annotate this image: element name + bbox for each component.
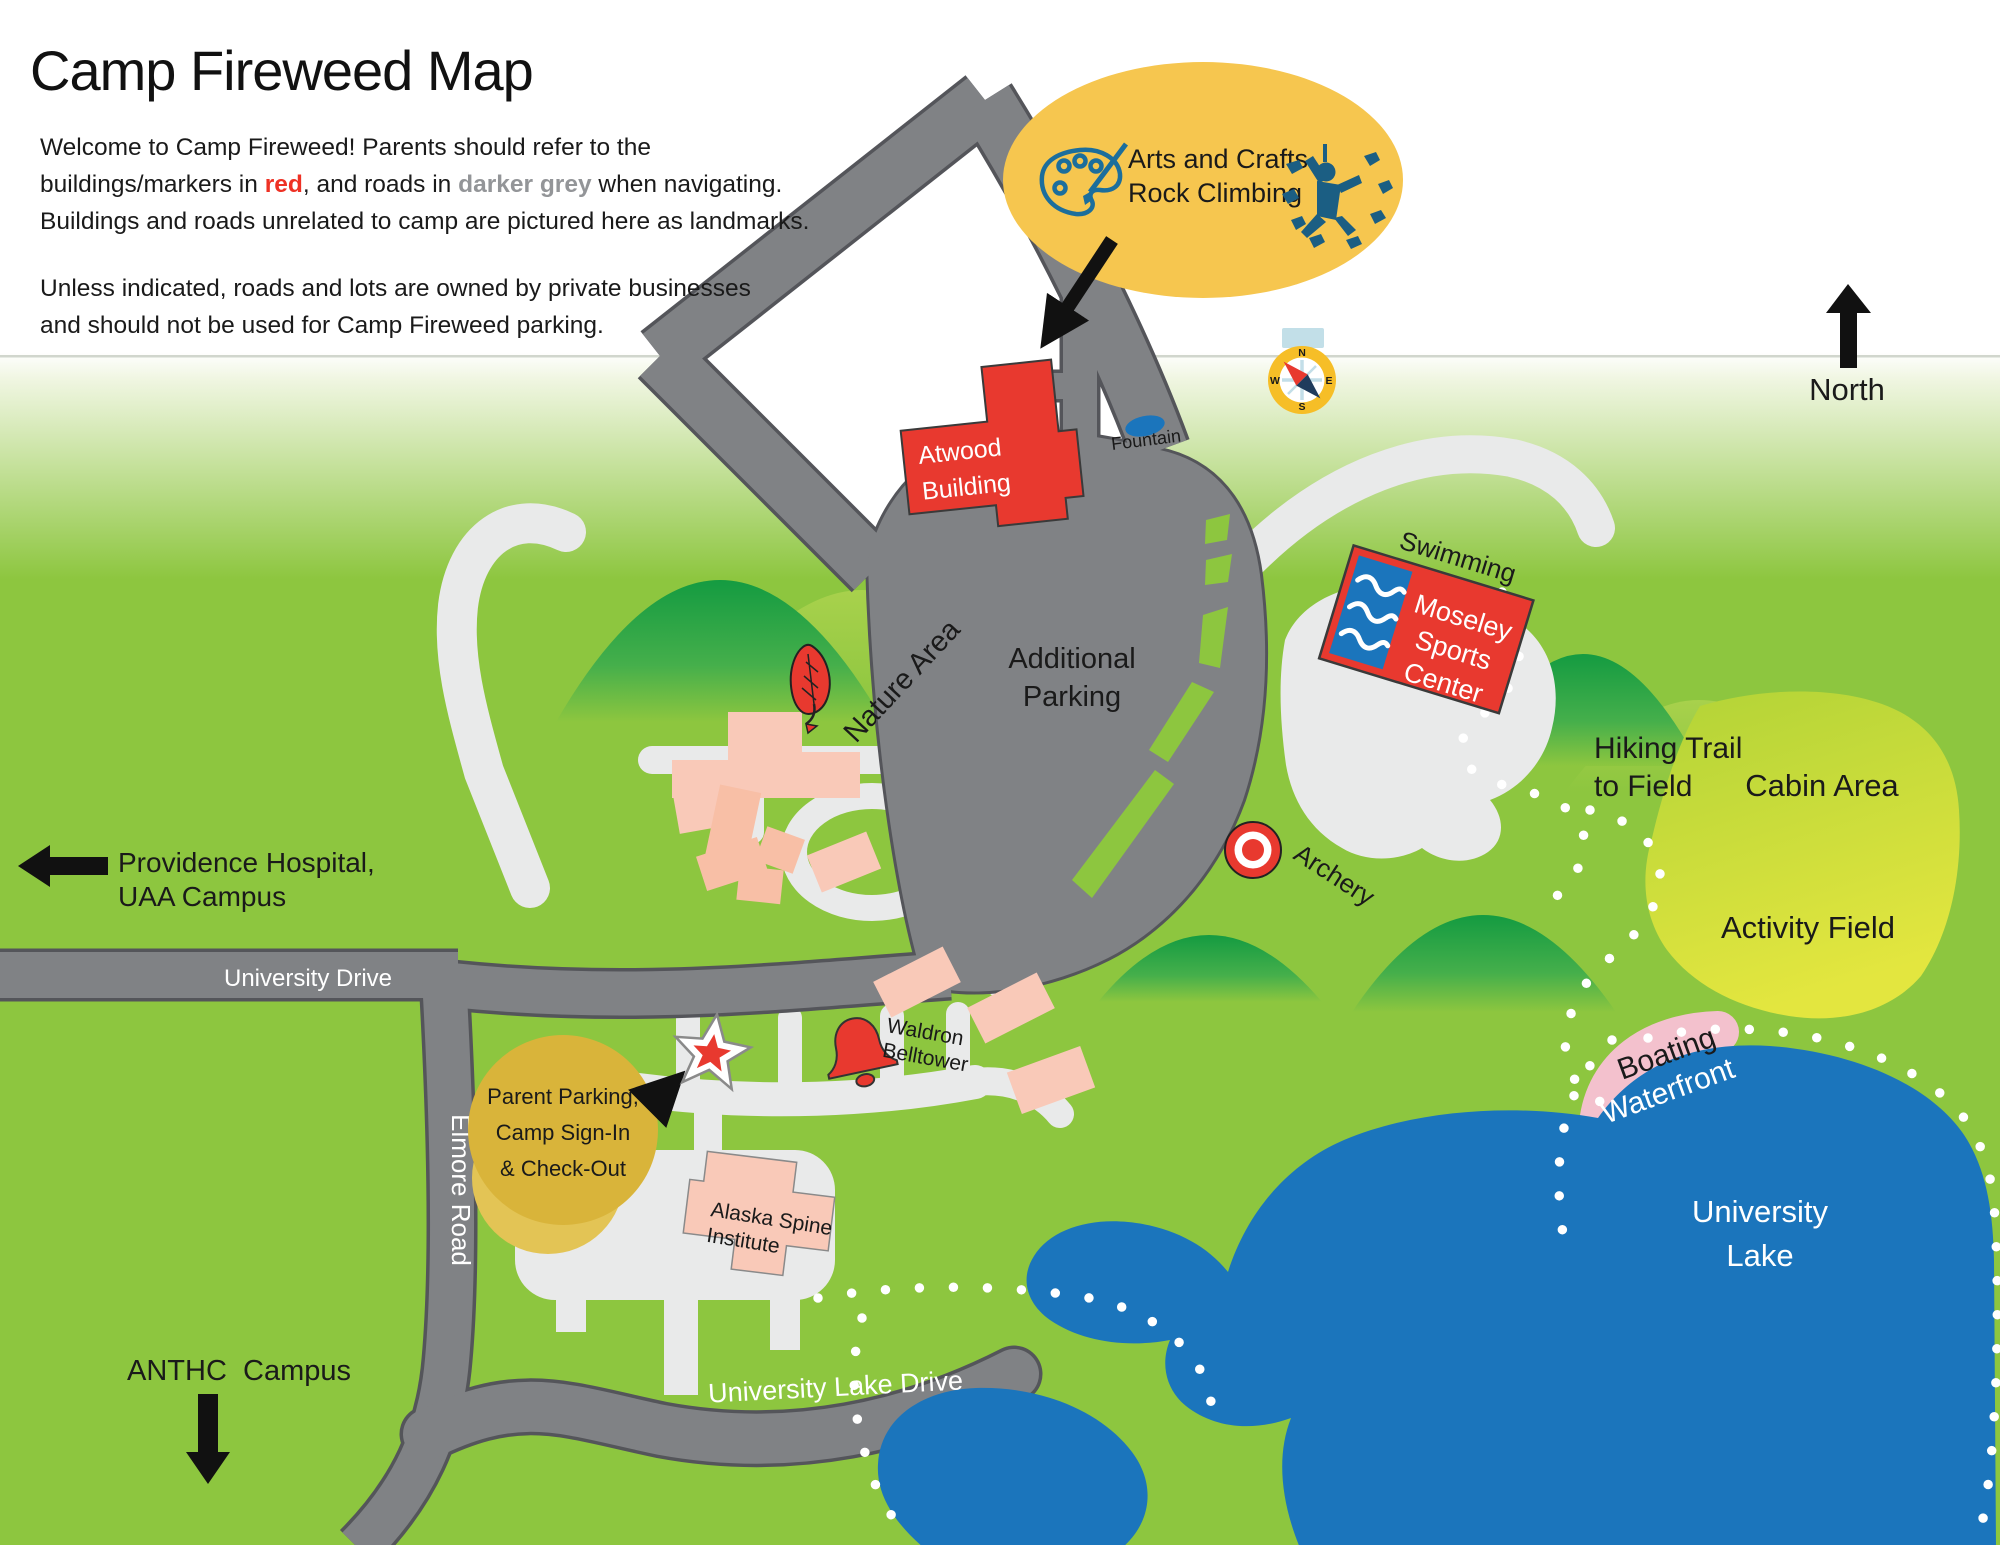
intro-paragraphs: Welcome to Camp Fireweed! Parents should… [40,129,809,344]
compass-e: E [1325,375,1332,387]
red-keyword: red [264,171,303,198]
landmark-buildings [672,712,1096,1115]
compass-n: N [1298,347,1306,359]
compass-w: W [1270,375,1280,387]
additional-parking-label: Additional [1008,643,1135,675]
additional-parking-label2: Parking [1023,681,1121,713]
activities-bubble [1003,62,1403,298]
swimming-waves-icon [1338,574,1407,651]
intro-line: Welcome to Camp Fireweed! Parents should… [40,134,651,161]
archery-target-icon [1224,821,1282,879]
providence-arrow-icon [18,845,108,887]
cabin-area-label: Cabin Area [1745,768,1899,803]
compass-icon: N E S W [1268,328,1336,414]
anthc-arrow-icon [186,1394,230,1484]
bubble-label2: Rock Climbing [1128,178,1302,208]
university-lake [877,1045,1996,1545]
bubble-label: Arts and Crafts [1128,144,1308,174]
page-title: Camp Fireweed Map [30,39,534,102]
parent-parking-label: Parent Parking, [487,1084,639,1109]
parent-parking-circle [468,1035,658,1225]
rock-climbing-icon [1282,144,1393,249]
parking-wedges [1072,514,1232,898]
bubble-arrow-icon [1040,236,1118,349]
nature-leaf-icon [789,643,831,735]
grey-keyword: darker grey [458,171,592,198]
intro-line: buildings/markers in red, and roads in d… [40,171,783,198]
arts-crafts-icon [1039,142,1128,217]
signin-star-icon [672,1011,755,1093]
providence-label: Providence Hospital, [118,847,375,878]
alaska-spine-institute: Alaska Spine Institute [682,1150,836,1277]
activity-field-area [1645,691,1960,1019]
hiking-trail-label2: to Field [1594,770,1692,803]
university-drive-label: University Drive [224,965,392,992]
north-label: North [1809,372,1885,407]
parent-parking-label3: & Check-Out [500,1156,626,1181]
belltower-icon [827,1017,899,1088]
providence-label2: UAA Campus [118,881,286,912]
compass-s: S [1298,401,1305,413]
university-lake-label2: Lake [1726,1238,1793,1273]
hiking-trail-label: Hiking Trail [1594,732,1742,765]
map-intro-block: Camp Fireweed Map Welcome to Camp Firewe… [30,38,809,344]
anthc-label: ANTHC Campus [127,1355,351,1387]
fountain [1125,415,1165,437]
intro-line: Unless indicated, roads and lots are own… [40,275,751,302]
north-arrow-icon [1826,284,1871,368]
intro-line: and should not be used for Camp Fireweed… [40,312,604,339]
waterfront-arc [1579,1011,1739,1145]
parent-parking-label2: Camp Sign-In [496,1120,631,1145]
atwood-building: Atwood Building [899,358,1085,528]
university-lake-label: University [1692,1194,1829,1229]
activity-field-label: Activity Field [1721,910,1895,945]
dotted-trails [813,587,2000,1529]
moseley-sports-center: Moseley Sports Center [1317,543,1535,715]
intro-line: Buildings and roads unrelated to camp ar… [40,208,810,235]
signin-arrow-icon [628,1070,686,1128]
